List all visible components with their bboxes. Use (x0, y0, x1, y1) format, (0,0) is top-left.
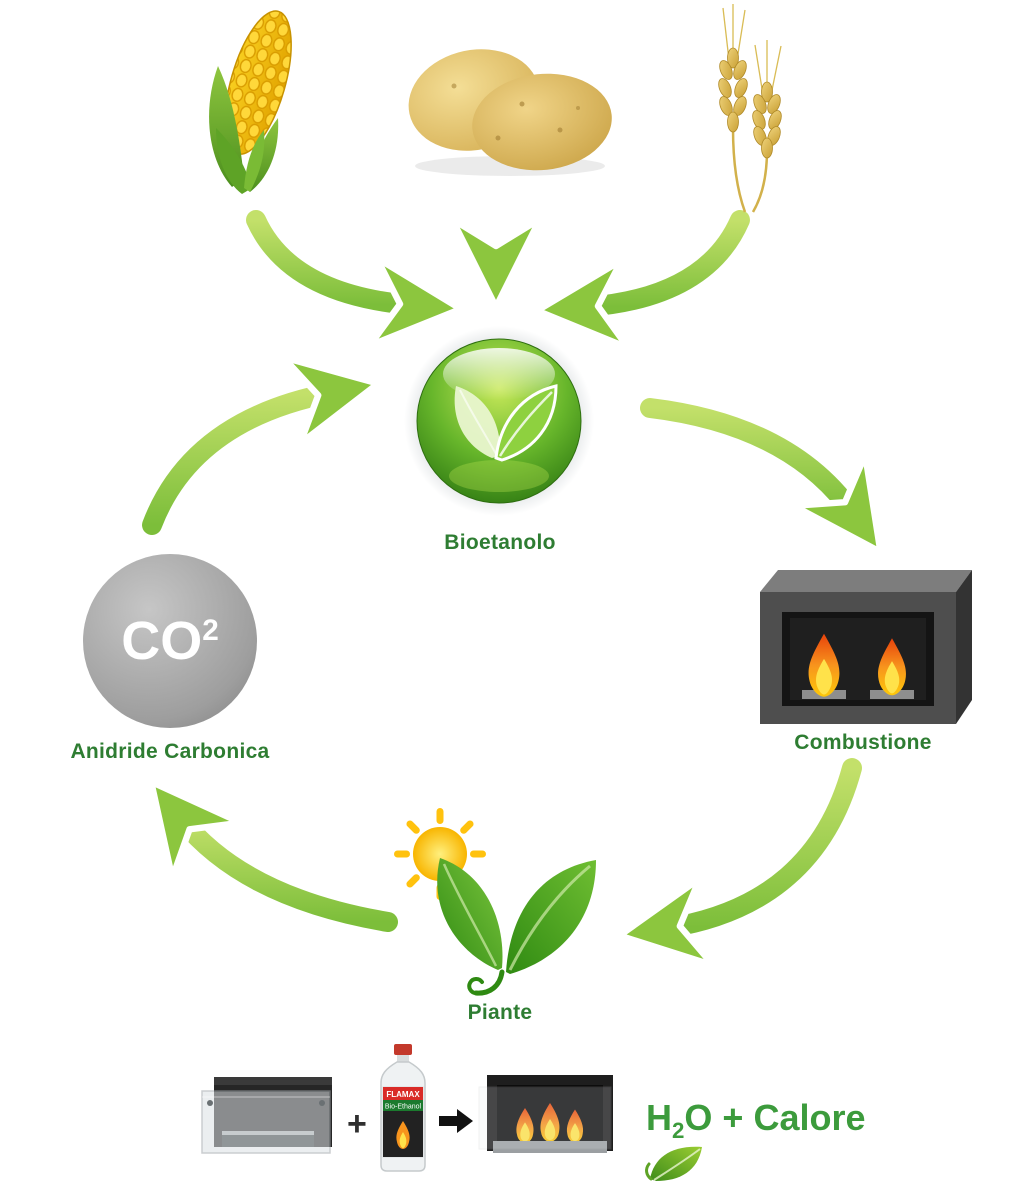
bottle-flame-icon (396, 1121, 410, 1149)
plus-operator: + (347, 1105, 367, 1143)
right-arrow-icon (439, 1109, 473, 1133)
plant-with-sun-icon (394, 808, 596, 996)
leaf-pair-icon (454, 384, 558, 462)
wheat-icon (715, 4, 785, 213)
result-subscript: 2 (672, 1118, 685, 1144)
bottle-product: Bio-Ethanol (385, 1104, 422, 1111)
co2-formula: CO2 (81, 610, 259, 672)
co2-formula-base: CO (121, 611, 203, 671)
fireplace-flames-icon (760, 570, 972, 724)
green-leaves-sphere-icon (404, 326, 594, 516)
label-anidride-carbonica: Anidride Carbonica (70, 740, 270, 763)
label-bioetanolo: Bioetanolo (444, 531, 556, 554)
fireplace-empty-icon (201, 1077, 332, 1154)
arrow-wheat-to-bioetanolo-icon (533, 205, 755, 352)
result-rest: O + Calore (684, 1097, 866, 1138)
leaf-icon (645, 1146, 702, 1181)
co2-sphere-icon (83, 554, 257, 728)
arrow-corn-to-bioetanolo-icon (241, 205, 465, 349)
fireplace-burning-icon (478, 1075, 613, 1153)
reaction-result: H2O + Calore (646, 1097, 866, 1144)
label-piante: Piante (467, 1001, 533, 1024)
arrow-combustione-to-piante-icon (616, 753, 867, 969)
ethanol-bottle-icon: FLAMAX Bio-Ethanol (380, 1044, 426, 1172)
arrow-bioetanolo-to-combustione-icon (635, 393, 884, 556)
arrow-anidride-to-bioetanolo-icon (137, 354, 382, 540)
arrow-piante-to-anidride-icon (147, 778, 403, 937)
potatoes-icon (408, 49, 612, 176)
label-combustione: Combustione (794, 731, 932, 754)
result-h: H (646, 1097, 672, 1138)
co2-formula-exponent: 2 (202, 614, 219, 647)
bottle-brand: FLAMAX (386, 1090, 420, 1099)
corn-icon (209, 10, 292, 194)
